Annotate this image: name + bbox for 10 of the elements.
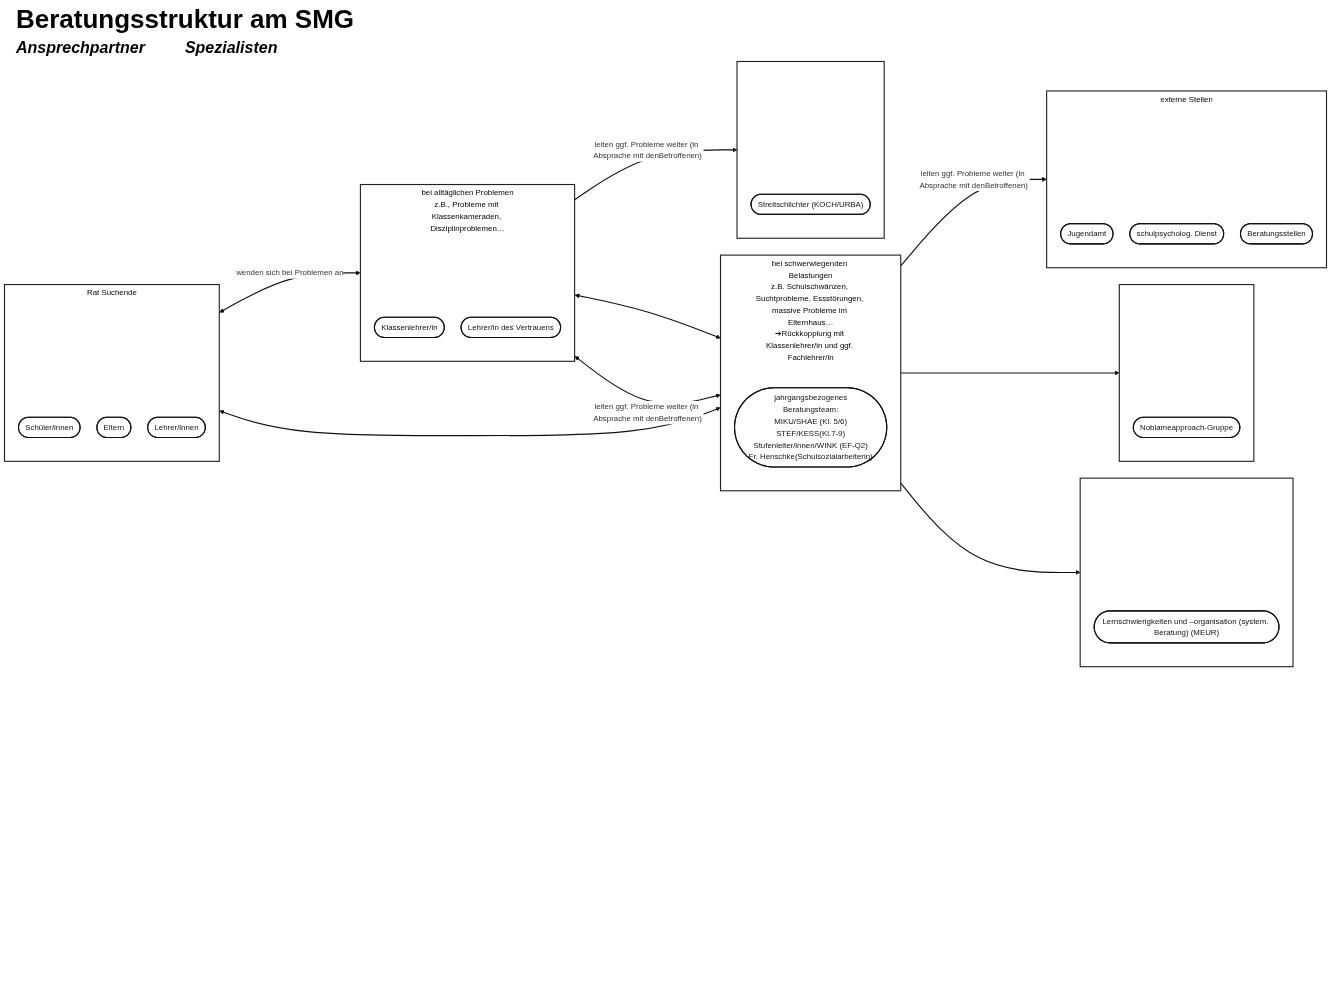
arrow [900,370,1120,376]
column-heading: Ansprechpartner [16,39,145,57]
arrow [219,406,721,437]
column-heading: Spezialisten [184,39,278,57]
diagram-title: Beratungsstruktur am SMG [16,4,356,35]
cluster [736,60,885,239]
cluster [1118,284,1255,462]
arrow [900,482,1081,575]
cluster [1079,477,1294,668]
arrow [574,293,721,339]
